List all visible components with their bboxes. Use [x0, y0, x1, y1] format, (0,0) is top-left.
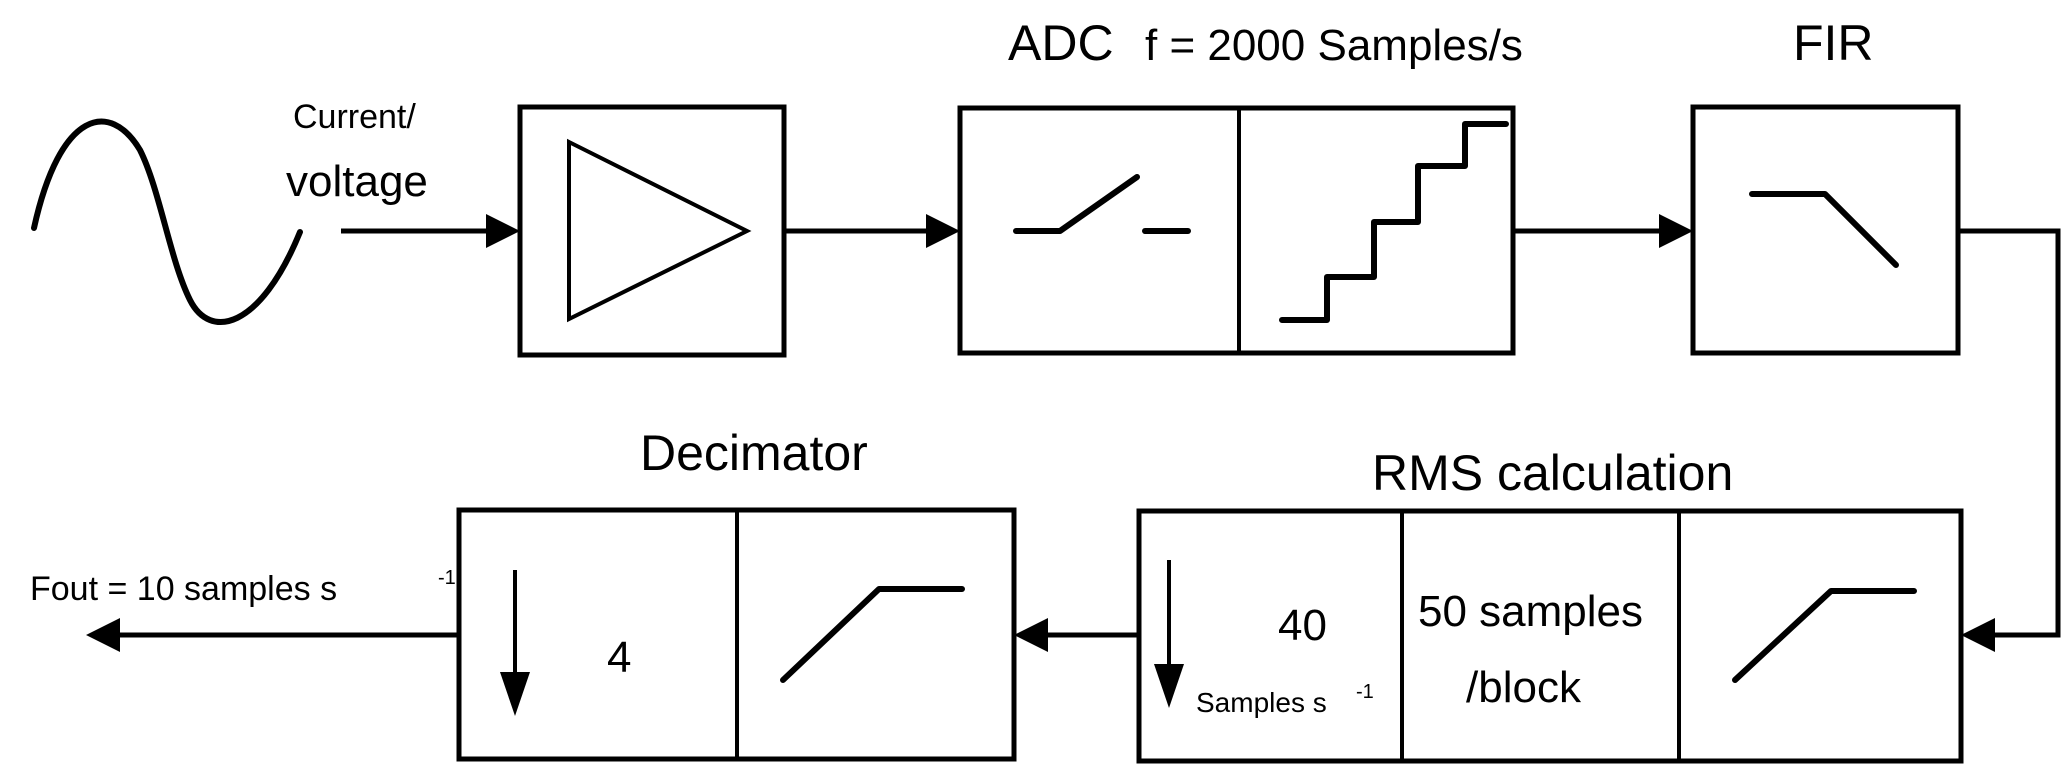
fir-rms-wire: [1958, 228, 2061, 638]
input-label-voltage: voltage: [286, 157, 428, 206]
adc-title: ADC: [1008, 15, 1114, 71]
lowpass-filter-icon: [1749, 191, 1899, 268]
ramp-integrator-icon: [780, 586, 965, 683]
rms-rate-unit: Samples s: [1196, 687, 1327, 718]
rms-downsample-factor: 40: [1278, 601, 1327, 650]
rms-block-size-line1: 50 samples: [1418, 587, 1643, 636]
rms-rate-unit-exp: -1: [1356, 681, 1374, 703]
adc-rate-label: f = 2000 Samples/s: [1145, 21, 1523, 70]
staircase-quantizer-icon: [1279, 121, 1509, 323]
decimator-downsample-factor: 4: [607, 633, 631, 682]
rms-block-size-line2: /block: [1466, 663, 1582, 712]
sine-wave-icon: [31, 118, 303, 325]
amplifier-triangle-icon: [567, 138, 752, 323]
arrowhead: [1659, 214, 1693, 248]
arrowhead: [1961, 618, 1995, 652]
output-rate-label-exp: -1: [438, 567, 456, 589]
arrowhead: [86, 618, 120, 652]
down-arrow-icon: [500, 570, 530, 716]
decimator-title: Decimator: [640, 425, 868, 481]
rms-title: RMS calculation: [1372, 445, 1733, 501]
arrowhead: [926, 214, 960, 248]
fir-block: [1690, 104, 1961, 356]
rms-block: [1136, 508, 1964, 764]
sample-switch-icon: [1013, 174, 1191, 234]
input-label-current: Current/: [293, 98, 416, 136]
down-arrow-icon: [1154, 560, 1184, 708]
arrowhead: [1014, 618, 1048, 652]
ramp-integrator-icon: [1732, 588, 1917, 683]
output-rate-label: Fout = 10 samples s: [30, 570, 337, 608]
fir-title: FIR: [1793, 15, 1874, 71]
arrowhead: [486, 214, 520, 248]
